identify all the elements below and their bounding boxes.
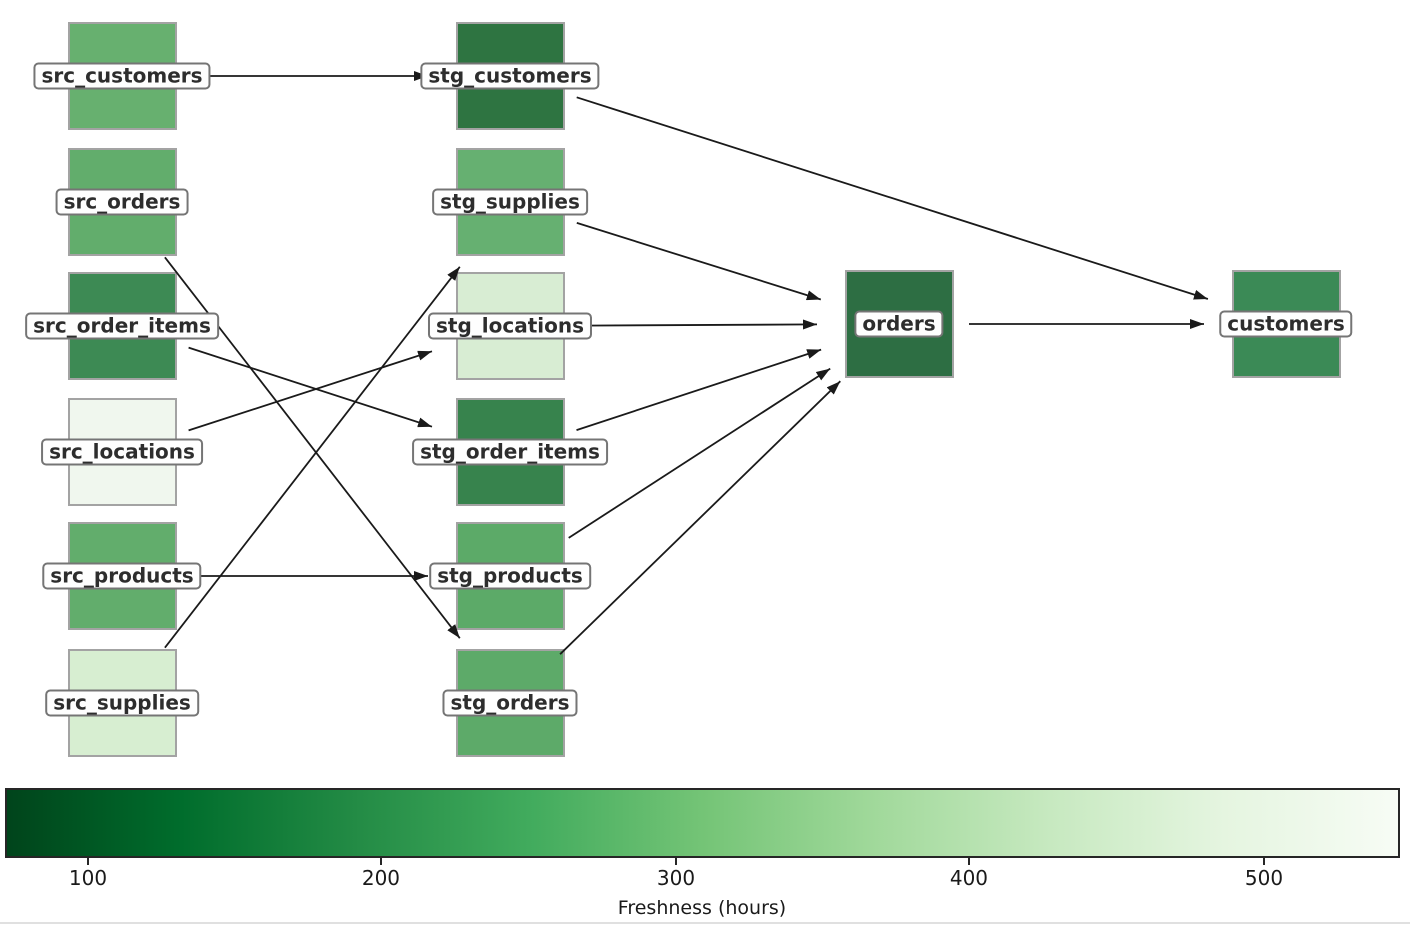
node-label-stg_locations: stg_locations [427,312,593,340]
node-label-orders: orders [854,310,944,338]
colorbar-tick-label-400: 400 [949,866,989,890]
edge-stg_order_items-to-orders [576,348,822,431]
colorbar-tick-label-300: 300 [656,866,696,890]
node-label-stg_customers: stg_customers [420,62,600,90]
colorbar-tick-label-200: 200 [361,866,401,890]
node-label-src_orders: src_orders [55,188,189,216]
edge-stg_customers-to-customers [576,96,1209,300]
node-label-stg_orders: stg_orders [442,689,578,717]
edge-src_locations-to-stg_locations [188,350,433,432]
node-label-customers: customers [1219,310,1353,338]
node-label-src_customers: src_customers [33,62,211,90]
edge-stg_products-to-orders [568,367,831,539]
colorbar-tick-500 [1262,858,1265,865]
colorbar-tick-200 [379,858,382,865]
node-label-src_order_items: src_order_items [25,312,219,340]
node-label-stg_order_items: stg_order_items [412,438,608,466]
colorbar-axis-label: Freshness (hours) [617,897,787,919]
node-label-stg_supplies: stg_supplies [432,188,588,216]
edge-src_supplies-to-stg_supplies [164,266,461,649]
edge-stg_supplies-to-orders [576,222,822,301]
colorbar-tick-100 [87,858,89,865]
colorbar-tick-300 [674,858,677,865]
colorbar-gradient [5,788,1400,858]
edge-stg_locations-to-orders [579,319,818,330]
node-label-src_supplies: src_supplies [45,689,199,717]
edge-src_order_items-to-stg_order_items [188,346,433,428]
colorbar-tick-400 [967,858,970,865]
edge-stg_orders-to-orders [559,380,841,655]
colorbar-tick-label-100: 100 [68,866,108,890]
node-label-stg_products: stg_products [429,562,591,590]
node-label-src_locations: src_locations [41,438,203,466]
colorbar-tick-label-500: 500 [1244,866,1284,890]
figure-bottom-edge [0,922,1410,924]
node-label-src_products: src_products [42,562,202,590]
edge-group [164,71,1209,655]
